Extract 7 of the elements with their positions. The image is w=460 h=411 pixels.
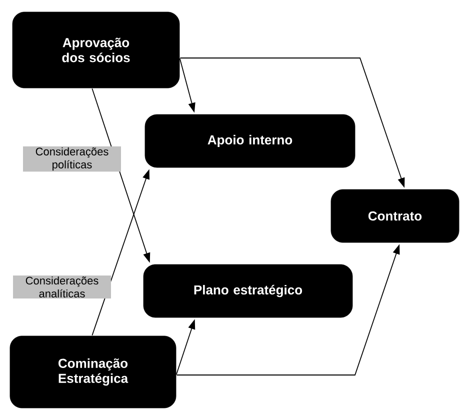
process-box: Apoio interno: [144, 114, 356, 168]
edge-label: Considerações analíticas: [13, 275, 111, 299]
process-box: Contrato: [330, 189, 460, 243]
process-box: Cominação Estratégica: [10, 336, 176, 408]
edge-label: Considerações políticas: [23, 146, 121, 172]
process-box: Aprovação dos sócios: [12, 12, 180, 88]
process-box: Plano estratégico: [143, 264, 353, 318]
